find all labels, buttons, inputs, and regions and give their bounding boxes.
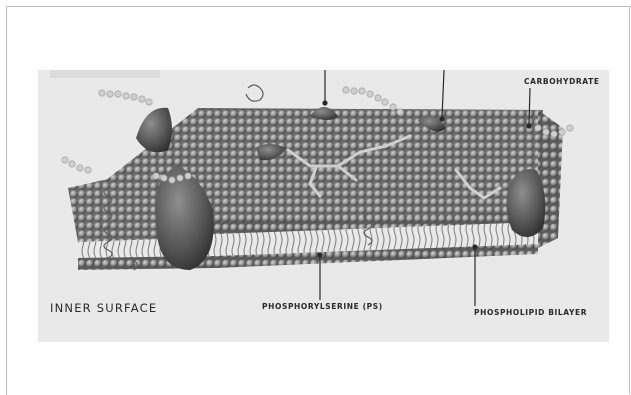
membrane-diagram: CARBOHYDRATE INNER SURFACE PHOSPHORYLSER… (38, 70, 609, 342)
label-inner-surface: INNER SURFACE (50, 301, 157, 315)
watermark-blur (50, 70, 160, 78)
label-phosphorylserine: PHOSPHORYLSERINE (PS) (262, 302, 383, 311)
frame-edge (6, 330, 7, 395)
label-phospholipid-bilayer: PHOSPHOLIPID BILAYER (474, 308, 587, 317)
label-carbohydrate: CARBOHYDRATE (524, 77, 600, 86)
protein-top-left (136, 108, 172, 153)
